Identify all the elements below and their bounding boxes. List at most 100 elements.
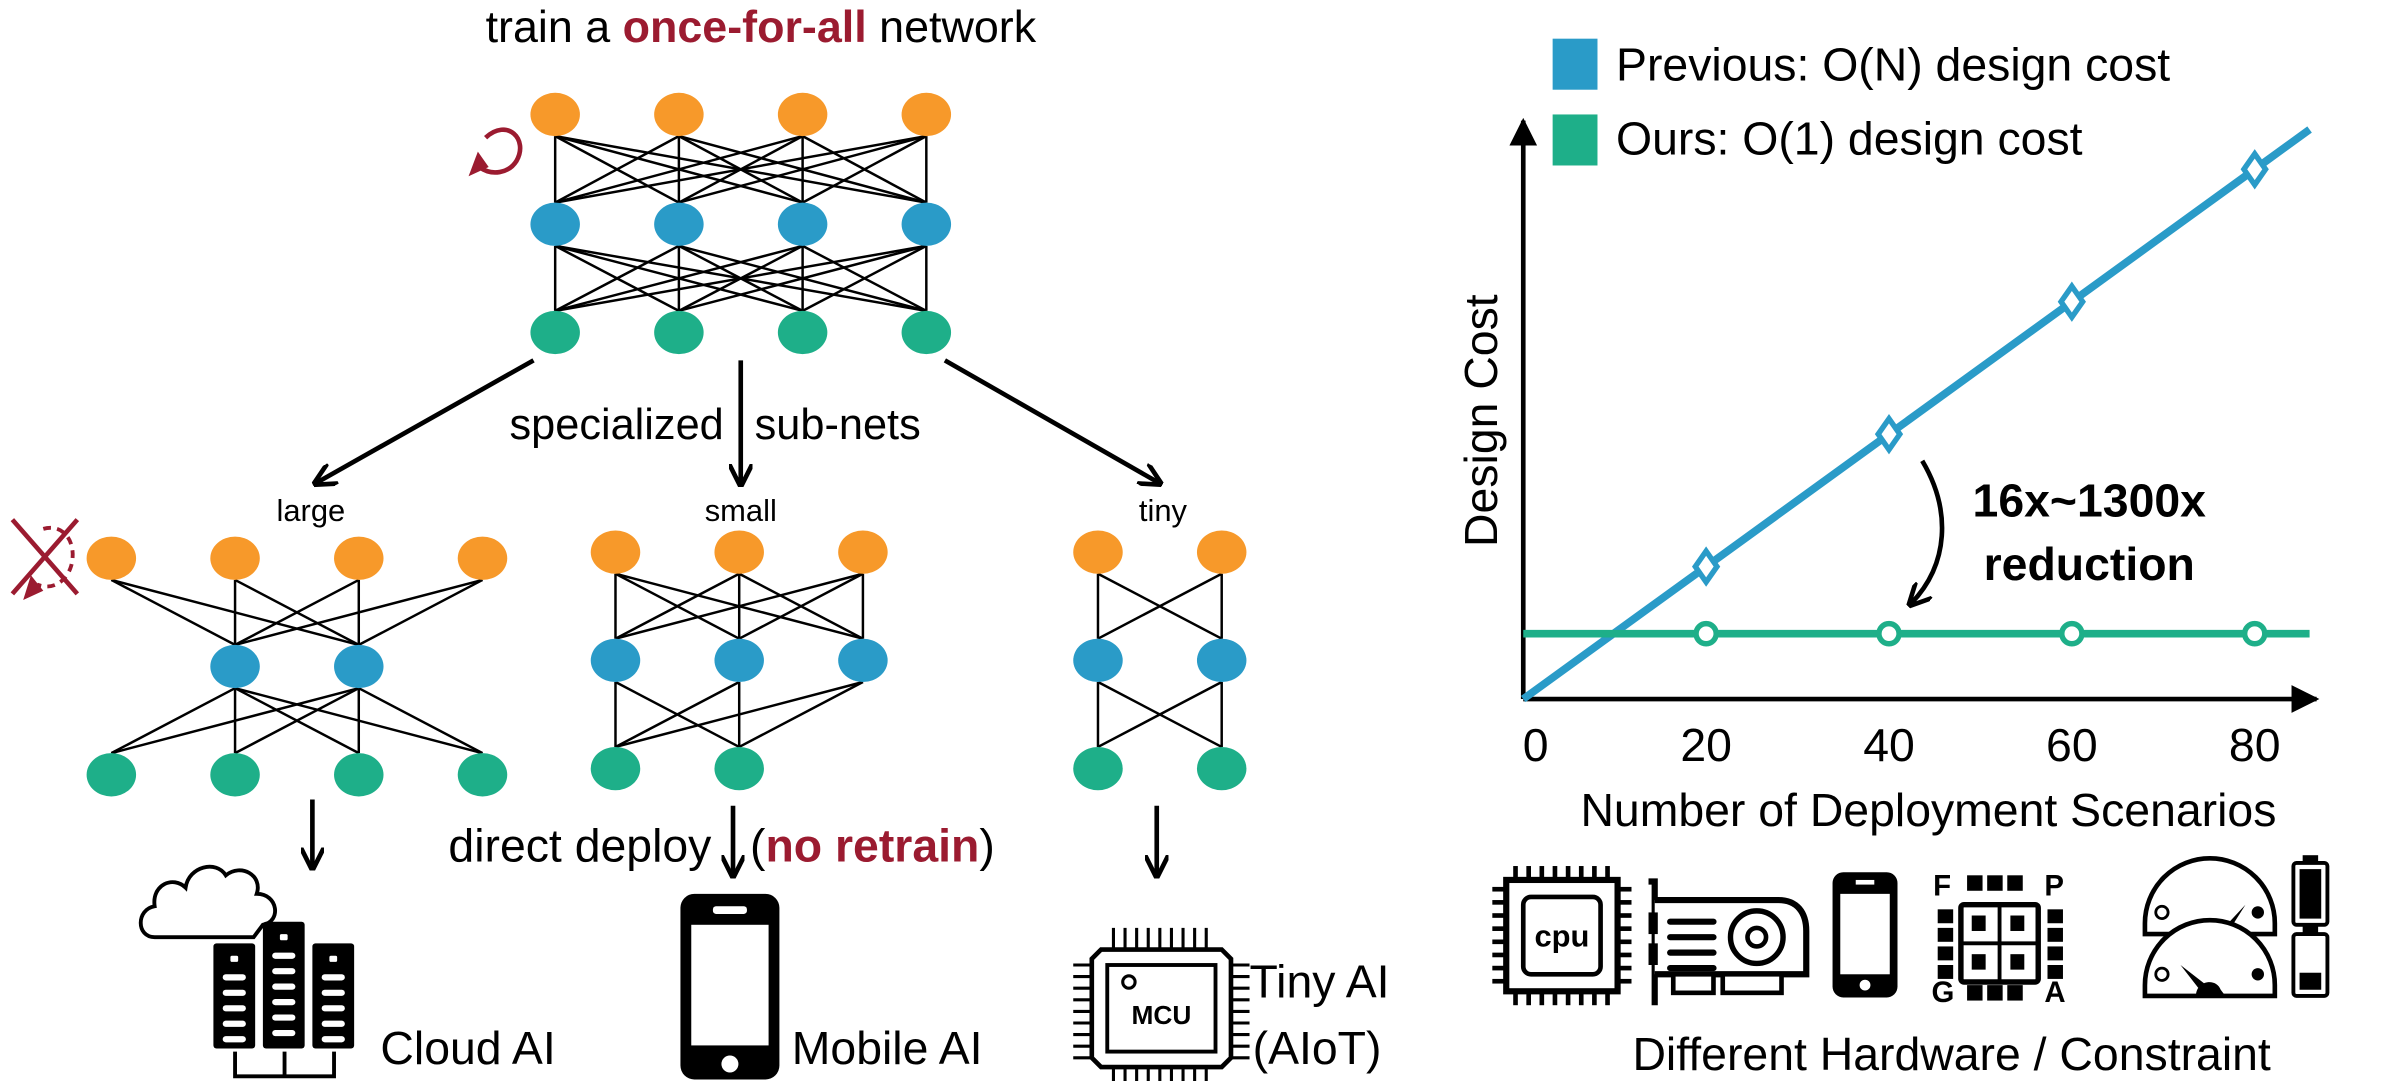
supernet-edge [802,135,927,204]
supernet-edge [678,244,927,313]
subnet-large-hidden-node [210,644,260,689]
smartphone-icon [680,893,780,1080]
subnets [86,530,1247,797]
x-axis-label: Number of Deployment Scenarios [1580,784,2276,836]
subnet-large-output-node [210,753,260,797]
subnet-small-hidden-node [838,638,888,683]
data-point-diamond [2240,149,2269,190]
fpga-letter-g: G [1932,976,1955,1009]
direct-deploy-label: direct deploy [448,819,712,871]
subnet-large-input-node [86,536,137,580]
x-tick-label: 80 [2229,719,2281,771]
supernet-hidden-node [777,202,828,246]
subnet-large-edge [234,578,483,647]
subnet-tiny-edge [1097,680,1223,749]
gauge-high-icon [2142,856,2278,937]
supernet-title: train a once-for-all network [486,1,1037,52]
gauge-low-icon [2142,917,2278,999]
fpga-letter-p: P [2044,869,2064,902]
subnets-label: sub-nets [755,401,921,449]
subnet-large-input-node [210,536,260,580]
subnet-tiny-hidden-node [1196,638,1247,683]
legend-swatch-previous [1552,38,1598,90]
subnet-large-hidden-node [334,644,384,689]
fpga-letter-a: A [2044,976,2065,1009]
subnet-small-output-node [590,746,641,791]
subnet-large-output-node [334,753,384,797]
supernet-edge [554,134,927,204]
data-point-circle [2241,620,2268,647]
data-point-circle [1693,620,1719,647]
no-retrain-icon [10,518,80,601]
mobile-ai-label: Mobile AI [792,1022,983,1074]
subnet-small-input-node [838,530,888,574]
supernet-edge [678,134,927,204]
design-cost-chart: Previous: O(N) design cost Ours: O(1) de… [1455,38,2320,836]
tiny-ai-label: Tiny AI [1250,955,1390,1007]
subnet-small-edge [615,572,864,640]
subnet-tiny-output-node [1196,746,1247,791]
subnet-large-edge [358,687,484,755]
subnet-small-edge [615,680,864,749]
subnet-large-edge [234,687,360,755]
supernet-edge [554,244,680,312]
hardware-smartphone-icon [1832,872,1898,998]
cpu-label: cpu [1534,918,1589,953]
cloud-ai-label: Cloud AI [380,1022,555,1074]
supernet-output-node [901,310,952,355]
subnet-tiny-output-node [1073,746,1123,791]
data-point-circle [1876,620,1902,647]
supernet-edge [802,244,927,312]
data-point-circle [2059,620,2085,647]
mcu-chip-label: MCU [1131,1000,1191,1030]
supernet [530,92,952,355]
data-point-diamond [1691,546,1721,587]
specialized-label: specialized [510,401,724,449]
cpu-icon: cpu [1492,866,1632,1006]
subnet-small-input-node [714,530,764,574]
fpga-icon: F P G A [1932,869,2066,1009]
subnet-large-edge [110,578,236,646]
reduction-arrow [1911,459,1945,603]
subnet-tiny-input-node [1073,530,1123,574]
reduction-annotation-line2: reduction [1984,538,2195,590]
supernet-hidden-node [530,202,580,246]
subnet-small-hidden-node [590,638,641,683]
subnet-large-edge [111,686,360,755]
subnet-small-edge [614,572,740,640]
supernet-hidden-node [901,202,952,246]
supernet-output-node [654,310,704,355]
legend-label-ours: Ours: O(1) design cost [1616,113,2083,165]
subnet-large-output-node [457,753,508,797]
series-previous [1520,126,2312,703]
subnet-large-input-node [334,536,384,580]
subnet-small [590,530,888,791]
subnet-tiny-hidden-node [1073,638,1123,683]
legend-label-previous: Previous: O(N) design cost [1616,38,2170,90]
series-line [1520,126,2312,703]
supernet-output-node [530,310,580,355]
hardware-caption: Different Hardware / Constraint [1632,1028,2270,1080]
subnet-large-input-node [457,536,508,580]
data-point-diamond [2057,281,2086,322]
arrow-to-tiny [943,358,1158,482]
battery-low-icon [2291,926,2330,998]
subnet-small-edge [738,572,864,640]
subnet-tiny-edge [1097,572,1223,640]
subnet-tiny [1073,530,1247,791]
supernet-edge [554,244,803,313]
training-loop-icon [468,127,523,177]
supernet-input-node [654,92,704,137]
subnet-label-tiny: tiny [1139,493,1188,528]
supernet-input-node [777,92,828,137]
x-tick-label: 0 [1523,719,1549,771]
subnet-label-small: small [705,493,777,528]
supernet-edge [554,135,680,204]
supernet-output-node [777,310,828,355]
supernet-hidden-node [654,202,704,246]
subnet-small-edge [614,680,740,749]
subnet-small-output-node [714,746,764,791]
arrow-to-large [317,358,535,482]
x-tick-label: 40 [1863,719,1915,771]
